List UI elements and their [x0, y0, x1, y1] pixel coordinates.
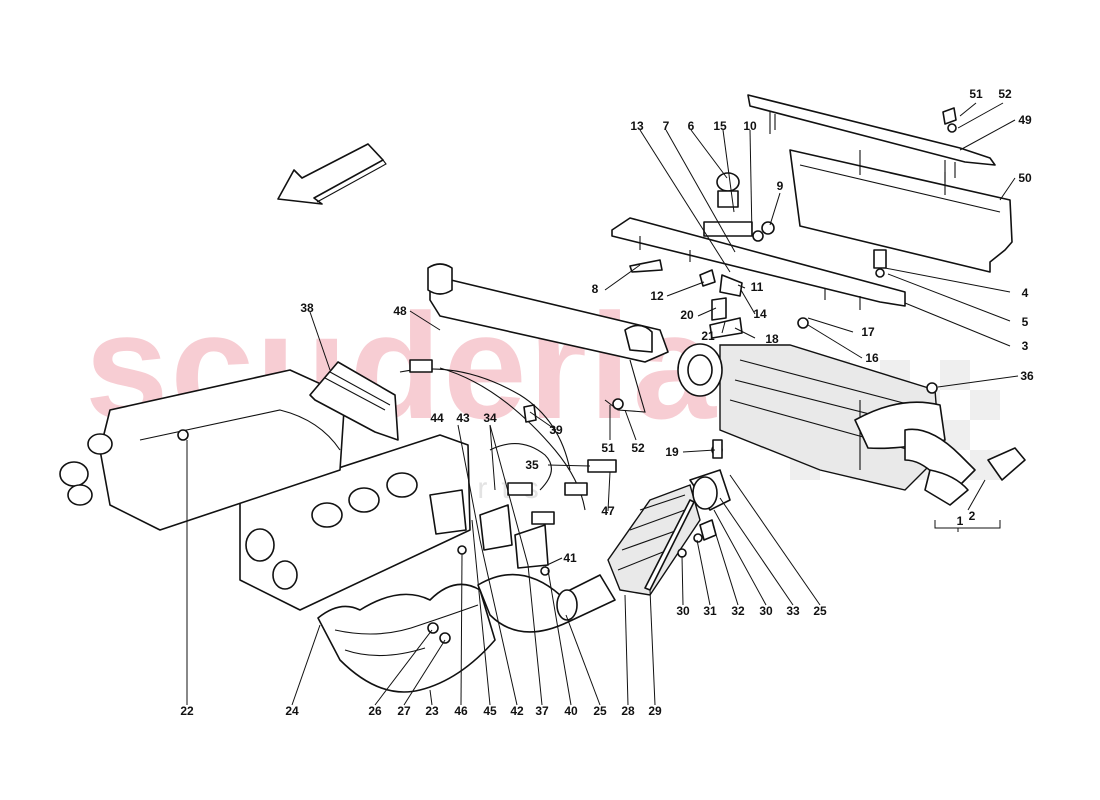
- catalytic-converter: [607, 476, 718, 596]
- mounting-rail-3: [611, 217, 906, 310]
- callout-19: 19: [665, 445, 679, 459]
- callout-21: 21: [701, 329, 715, 343]
- callout-44: 44: [430, 411, 444, 425]
- callout-38: 38: [300, 301, 314, 315]
- callout-4: 4: [1022, 286, 1029, 300]
- callout-51-lower: 51: [601, 441, 615, 455]
- callout-49: 49: [1018, 113, 1032, 127]
- callout-45: 45: [483, 704, 497, 718]
- callout-14: 14: [753, 307, 767, 321]
- callout-16: 16: [865, 351, 879, 365]
- callout-13: 13: [630, 119, 644, 133]
- exhaust-manifold-lower: [317, 583, 496, 693]
- callout-22: 22: [180, 704, 194, 718]
- callout-10: 10: [743, 119, 757, 133]
- downpipe: [477, 573, 616, 633]
- heat-shield-48: [427, 263, 669, 413]
- heat-shield-upper: [747, 94, 996, 182]
- callout-24: 24: [285, 704, 299, 718]
- exhaust-manifold-left: [59, 369, 346, 531]
- callout-30-lower: 30: [759, 604, 773, 618]
- callout-30: 30: [676, 604, 690, 618]
- callout-28: 28: [621, 704, 635, 718]
- callout-25: 25: [813, 604, 827, 618]
- callout-2: 2: [969, 509, 976, 523]
- callout-37: 37: [535, 704, 549, 718]
- callout-9: 9: [777, 179, 784, 193]
- callout-8: 8: [592, 282, 599, 296]
- callout-34: 34: [483, 411, 497, 425]
- callout-40: 40: [564, 704, 578, 718]
- callout-23: 23: [425, 704, 439, 718]
- callout-41: 41: [563, 551, 577, 565]
- callout-18: 18: [765, 332, 779, 346]
- valve-6: [703, 172, 775, 242]
- callout-50: 50: [1018, 171, 1032, 185]
- exhaust-muffler: [677, 343, 1026, 511]
- callout-47: 47: [601, 504, 615, 518]
- cylinder-head: [239, 434, 471, 611]
- callout-labels: 1 2 3 4 5 6 7 8 9 10 11 12 13 14 15 16 1…: [180, 87, 1034, 718]
- callout-52-lower: 52: [631, 441, 645, 455]
- callout-32: 32: [731, 604, 745, 618]
- callout-6: 6: [688, 119, 695, 133]
- callout-31: 31: [703, 604, 717, 618]
- callout-27: 27: [397, 704, 411, 718]
- callout-17: 17: [861, 325, 875, 339]
- callout-12: 12: [650, 289, 664, 303]
- callout-11: 11: [751, 280, 764, 294]
- sensor-bracket-38: [309, 361, 399, 441]
- callout-5: 5: [1022, 315, 1029, 329]
- leader-lines: [186, 102, 1019, 706]
- callout-43: 43: [456, 411, 470, 425]
- oxygen-sensor-wiring: [399, 359, 617, 569]
- callout-51: 51: [969, 87, 983, 101]
- direction-arrow-icon: [277, 143, 387, 205]
- callout-15: 15: [713, 119, 727, 133]
- callout-25-lower: 25: [593, 704, 607, 718]
- callout-33: 33: [786, 604, 800, 618]
- heat-shield-50: [789, 149, 1013, 273]
- callout-39: 39: [549, 423, 563, 437]
- callout-7: 7: [663, 119, 670, 133]
- callout-1: 1: [957, 514, 964, 528]
- callout-3: 3: [1022, 339, 1029, 353]
- callout-48: 48: [393, 304, 407, 318]
- callout-52: 52: [998, 87, 1012, 101]
- callout-26: 26: [368, 704, 382, 718]
- callout-46: 46: [454, 704, 468, 718]
- callout-36: 36: [1020, 369, 1034, 383]
- callout-29: 29: [648, 704, 662, 718]
- callout-35: 35: [525, 458, 539, 472]
- callout-42: 42: [510, 704, 524, 718]
- callout-20: 20: [680, 308, 694, 322]
